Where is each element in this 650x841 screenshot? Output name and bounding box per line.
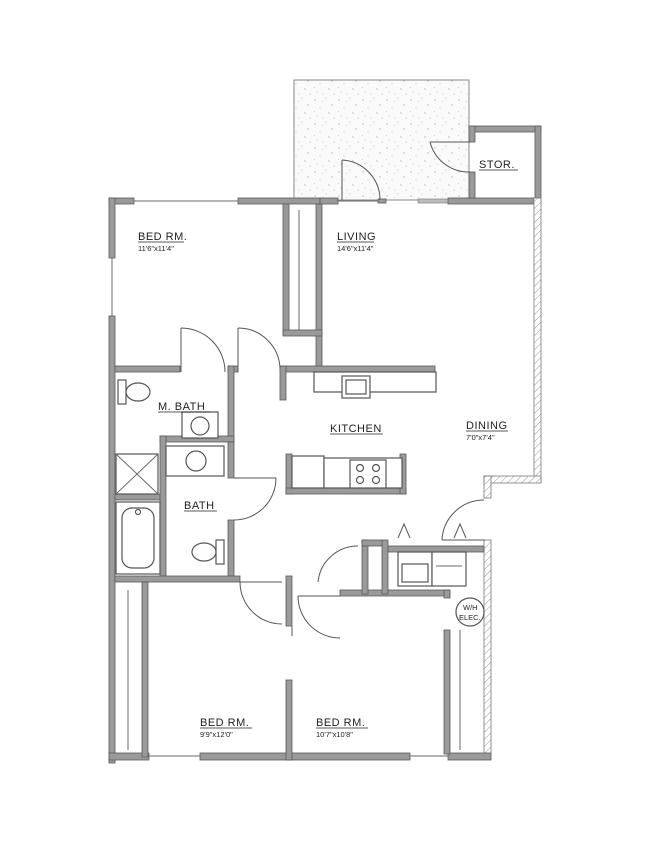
kitchen-bar-counter xyxy=(313,371,437,399)
exterior-walls xyxy=(108,197,542,764)
master-sink xyxy=(181,411,219,439)
bed1-size: 11'6"x11'4" xyxy=(138,244,174,253)
living-size: 14'6"x11'4" xyxy=(337,244,374,253)
master-bath-name: M. BATH xyxy=(158,401,205,413)
utility-label-1: W/H xyxy=(463,603,478,612)
fixtures xyxy=(115,371,485,627)
bed3-name: BED RM. xyxy=(316,717,365,729)
bathtub xyxy=(115,501,161,575)
bath-name: BATH xyxy=(184,500,215,512)
bed2-name: BED RM. xyxy=(200,717,249,729)
bed1-name: BED RM. xyxy=(138,231,187,243)
washer-dryer xyxy=(397,551,467,587)
doors xyxy=(180,141,485,639)
interior-walls xyxy=(114,203,485,761)
utility-label-2: ELEC. xyxy=(459,613,481,622)
kitchen-name: KITCHEN xyxy=(330,423,382,435)
water-heater xyxy=(455,597,485,627)
bed3-size: 10'7"x10'8" xyxy=(316,730,353,739)
bed2-size: 9'9"x12'0" xyxy=(200,730,233,739)
dining-size: 7'0"x7'4" xyxy=(466,433,495,442)
patio xyxy=(293,79,470,201)
dining-name: DINING xyxy=(466,420,508,432)
storage-name: STOR. xyxy=(479,159,515,171)
bath-sink xyxy=(165,445,225,477)
bath-toilet xyxy=(191,539,225,565)
room-labels: BED RM. 11'6"x11'4" LIVING 14'6"x11'4" S… xyxy=(138,159,518,739)
shower xyxy=(115,453,159,495)
living-name: LIVING xyxy=(337,231,376,243)
master-toilet xyxy=(117,379,151,405)
kitchen-counter xyxy=(291,455,403,489)
